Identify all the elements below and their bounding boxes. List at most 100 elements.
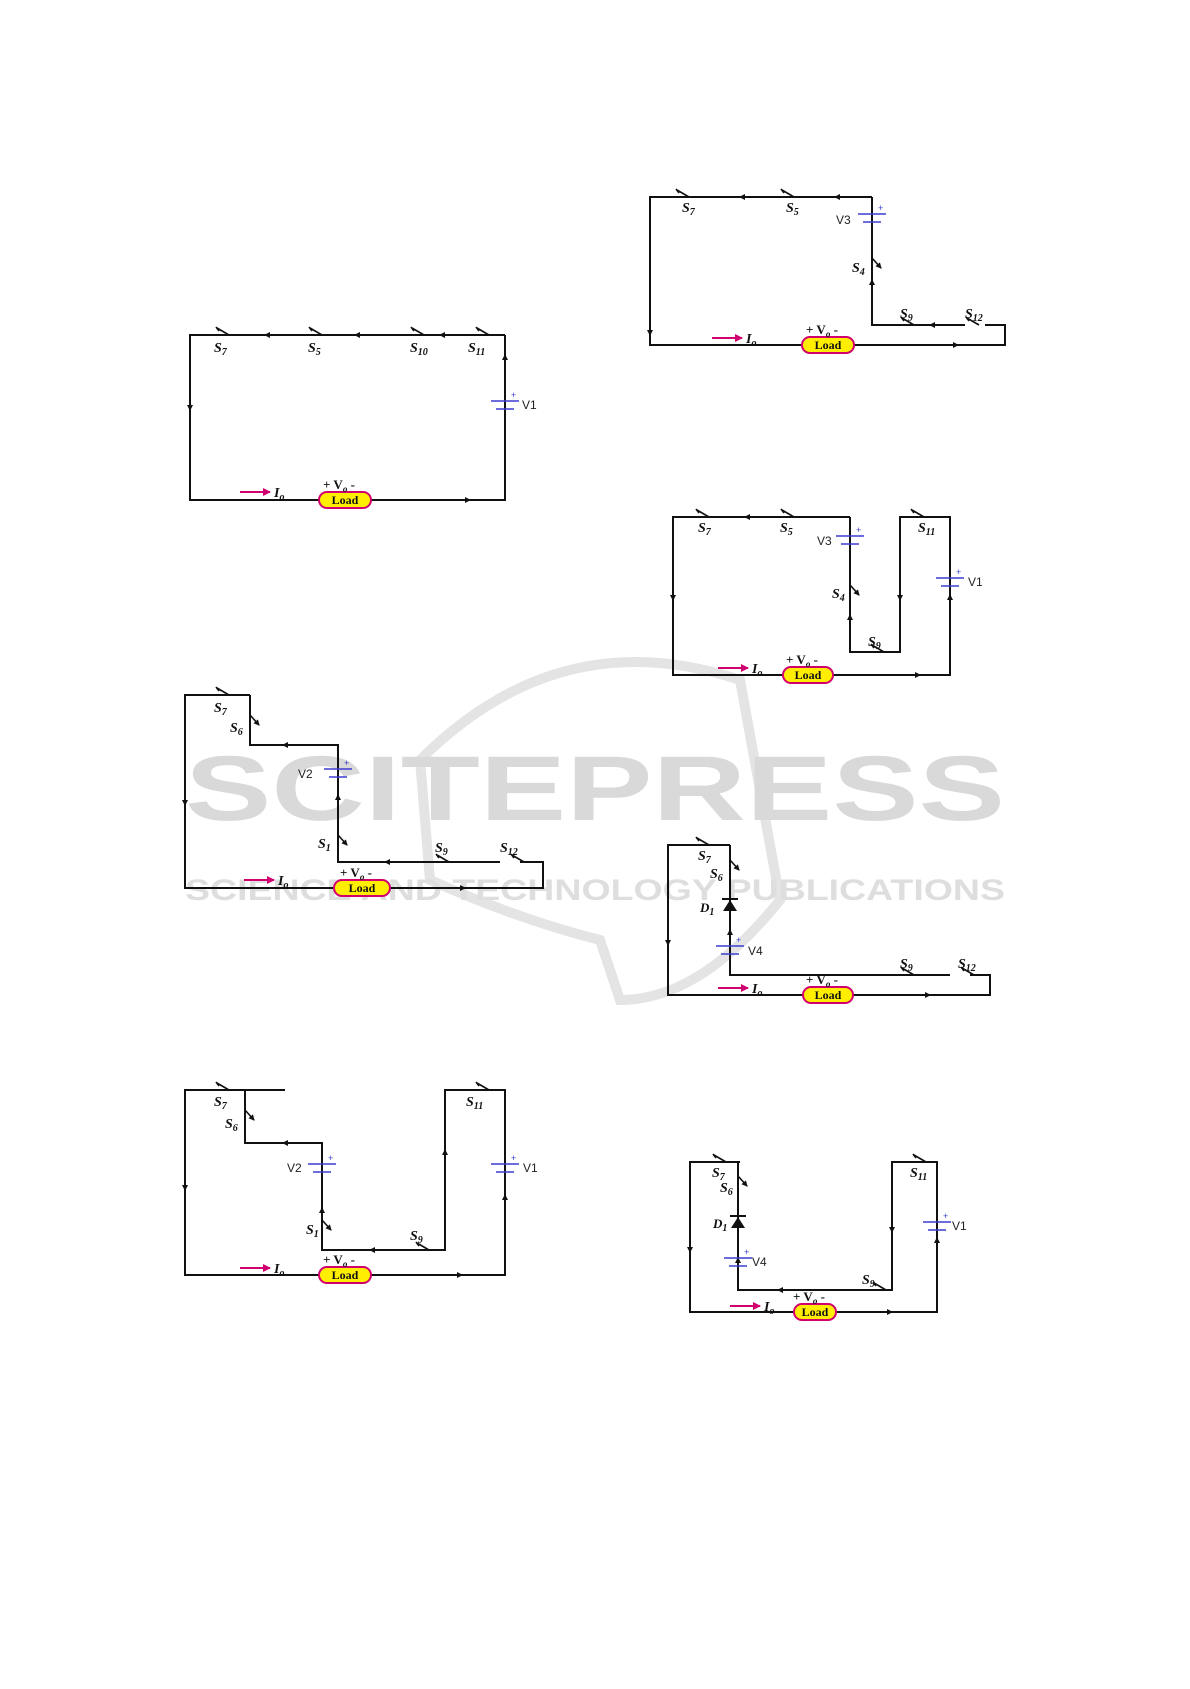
source-label-v1: V1 xyxy=(523,1161,538,1175)
output-voltage-label: + Vo - xyxy=(340,865,372,882)
switch-s7 xyxy=(215,686,230,696)
source-label-v1: V1 xyxy=(522,398,537,412)
switch-label-s7: S7 xyxy=(698,521,712,538)
circuit-2-loop-b xyxy=(871,197,965,326)
output-current-label: Io xyxy=(745,332,756,349)
source-label-v2: V2 xyxy=(287,1161,302,1175)
switch-s5 xyxy=(308,326,323,336)
watermark-brand: SCITEPRESS xyxy=(185,738,1005,840)
output-current-label: Io xyxy=(763,1300,774,1317)
switch-s6 xyxy=(244,1109,255,1121)
circuit-1-loop xyxy=(189,334,506,501)
switch-label-s12: S12 xyxy=(965,307,983,324)
load-label: Load xyxy=(795,668,822,682)
switch-label-s7: S7 xyxy=(214,701,228,718)
load xyxy=(793,1303,837,1321)
switch-s7 xyxy=(712,1153,727,1163)
switch-label-s9: S9 xyxy=(868,635,881,652)
battery-plus-sign: + xyxy=(878,203,883,213)
battery-plus-sign: + xyxy=(344,758,349,768)
circuit-5-loop-b xyxy=(729,845,950,976)
output-current-label: Io xyxy=(751,662,762,679)
source-label-v1: V1 xyxy=(952,1219,967,1233)
switch-label-s1: S1 xyxy=(318,837,331,854)
switch-s6 xyxy=(729,859,740,871)
switch-s9 xyxy=(900,316,915,326)
switch-s12 xyxy=(960,966,975,976)
switch-label-s9: S9 xyxy=(900,307,913,324)
circuit-3-loop xyxy=(672,516,951,676)
load-label: Load xyxy=(815,988,842,1002)
switch-s7 xyxy=(675,188,690,198)
switch-s7 xyxy=(695,508,710,518)
battery-v1 xyxy=(923,1221,951,1231)
switch-s11 xyxy=(475,1081,490,1091)
switch-s9 xyxy=(435,853,450,863)
output-voltage-label: + Vo - xyxy=(323,477,355,494)
diode-d1 xyxy=(730,1215,746,1228)
switch-s1 xyxy=(321,1219,332,1231)
source-label-v2: V2 xyxy=(298,767,313,781)
switch-label-s7: S7 xyxy=(214,1095,228,1112)
switch-s5 xyxy=(780,508,795,518)
output-current-label: Io xyxy=(277,874,288,891)
switch-s9 xyxy=(870,643,885,653)
battery-plus-sign: + xyxy=(736,935,741,945)
load xyxy=(801,336,855,354)
switch-s12 xyxy=(510,853,525,863)
switch-s4 xyxy=(849,584,860,596)
load-label: Load xyxy=(802,1305,829,1319)
switch-label-s6: S6 xyxy=(710,867,723,884)
switch-s11 xyxy=(475,326,490,336)
battery-v4 xyxy=(724,1257,752,1267)
switch-s11 xyxy=(910,508,925,518)
output-current-label: Io xyxy=(751,982,762,999)
load-label: Load xyxy=(332,1268,359,1282)
switch-s9 xyxy=(900,966,915,976)
switch-label-s11: S11 xyxy=(466,1095,483,1112)
source-label-v3: V3 xyxy=(836,213,851,227)
switch-label-s6: S6 xyxy=(720,1181,733,1198)
switch-label-s11: S11 xyxy=(468,341,485,358)
switch-s6 xyxy=(249,714,260,726)
circuit-2-loop-a xyxy=(649,196,1006,346)
source-label-v1: V1 xyxy=(968,575,983,589)
switch-label-s7: S7 xyxy=(682,201,696,218)
battery-v1 xyxy=(936,577,964,587)
switch-label-s9: S9 xyxy=(900,957,913,974)
switch-label-s5: S5 xyxy=(786,201,799,218)
output-voltage-label: + Vo - xyxy=(786,652,818,669)
switch-label-s12: S12 xyxy=(500,841,518,858)
switch-label-s1: S1 xyxy=(306,1223,319,1240)
switch-s7 xyxy=(695,836,710,846)
diode-label-d1: D1 xyxy=(699,900,714,918)
battery-v4 xyxy=(716,945,744,955)
load xyxy=(318,491,372,509)
switch-s10 xyxy=(410,326,425,336)
switch-s1 xyxy=(337,834,348,846)
output-voltage-label: + Vo - xyxy=(793,1289,825,1306)
output-current-label: Io xyxy=(273,486,284,503)
load xyxy=(782,666,834,684)
load xyxy=(802,986,854,1004)
circuit-6-loop xyxy=(184,1089,506,1276)
watermark: SCITEPRESS SCIENCE AND TECHNOLOGY PUBLIC… xyxy=(185,657,1005,1006)
switch-label-s4: S4 xyxy=(832,587,845,604)
source-label-v3: V3 xyxy=(817,534,832,548)
switch-label-s5: S5 xyxy=(780,521,793,538)
battery-plus-sign: + xyxy=(744,1247,749,1257)
switch-label-s11: S11 xyxy=(918,521,935,538)
battery-v2 xyxy=(308,1163,336,1173)
watermark-book-outline xyxy=(414,657,786,1006)
battery-v1 xyxy=(491,400,519,410)
source-label-v4: V4 xyxy=(752,1255,767,1269)
output-voltage-label: + Vo - xyxy=(806,322,838,339)
